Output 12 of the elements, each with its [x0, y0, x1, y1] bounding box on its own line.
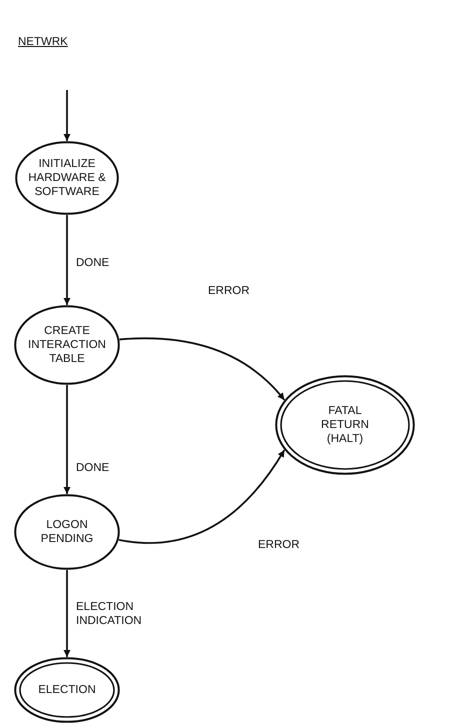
- state-label: FATAL RETURN (HALT): [320, 404, 370, 446]
- state-label: CREATE INTERACTION TABLE: [27, 324, 107, 366]
- arrow: [119, 338, 286, 401]
- state-label: ELECTION: [37, 683, 97, 697]
- arrow: [64, 90, 70, 141]
- state-label: INITIALIZE HARDWARE & SOFTWARE: [27, 157, 107, 199]
- state-label: LOGON PENDING: [40, 518, 94, 546]
- arrow: [64, 570, 70, 657]
- diagram-title: NETWRK: [18, 36, 68, 48]
- arrow: [64, 215, 70, 305]
- arrow: [118, 450, 286, 544]
- arrow: [64, 385, 70, 494]
